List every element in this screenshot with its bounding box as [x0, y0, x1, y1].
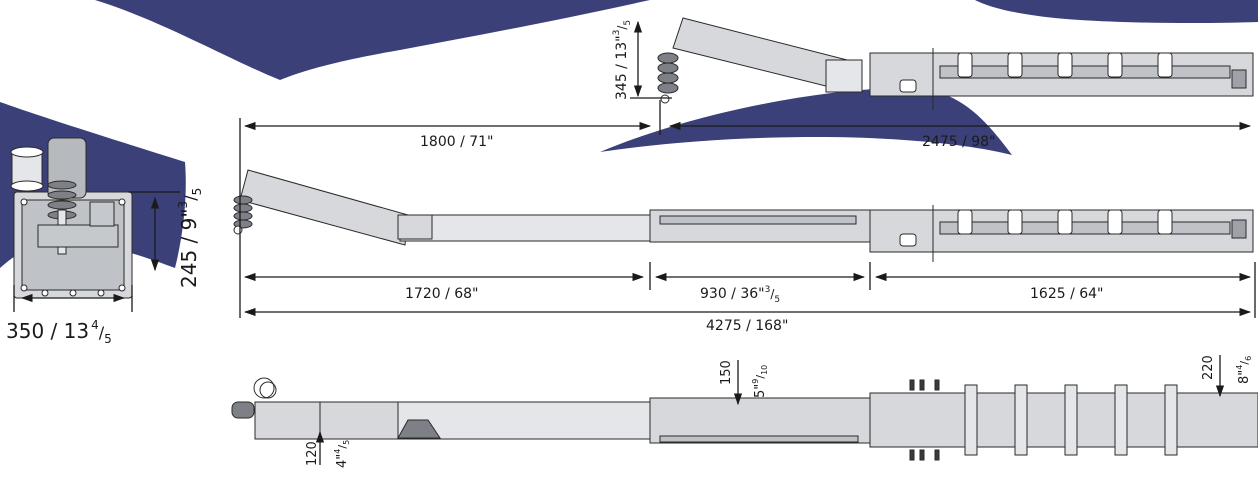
- end-view-drawing: [10, 137, 133, 299]
- side-incline-arm: [239, 169, 409, 246]
- mid-section-label: 930 / 36"3/5: [700, 285, 780, 305]
- clear-mid-inch-label: 5"9/10: [751, 365, 769, 398]
- side-middle-section: [649, 209, 871, 243]
- top-incline-section: [254, 401, 399, 440]
- clear-right-inch-label: 8"4/6: [1235, 356, 1253, 384]
- wave-middle: [600, 88, 1012, 155]
- wave-top-left: [95, 0, 650, 80]
- end-section-label: 1625 / 64": [1030, 286, 1104, 302]
- clear-left-label: 120: [305, 441, 320, 466]
- top-view-drawing: [231, 377, 1258, 461]
- raised-conveyor-drawing: [657, 17, 1254, 110]
- incline-section-label: 1720 / 68": [405, 286, 479, 302]
- dimension-lines: [13, 20, 1256, 465]
- total-length-label: 4275 / 168": [706, 318, 788, 334]
- top-flat-section: [397, 401, 651, 440]
- raised-height-label: 345 / 13"3/5: [612, 20, 633, 100]
- end-height-label: 245 / 9"3/5: [176, 188, 204, 288]
- clear-right-label: 220: [1201, 355, 1216, 380]
- side-conveyor-drawing: [233, 169, 1254, 262]
- raised-base-length-label: 2475 / 98": [922, 134, 996, 150]
- side-flat-section: [399, 214, 651, 242]
- top-end-section: [869, 392, 1258, 448]
- wave-top-right: [975, 0, 1258, 24]
- raised-incline-length-label: 1800 / 71": [420, 134, 494, 150]
- clear-left-inch-label: 4"4/5: [333, 440, 351, 468]
- clear-mid-label: 150: [719, 360, 734, 385]
